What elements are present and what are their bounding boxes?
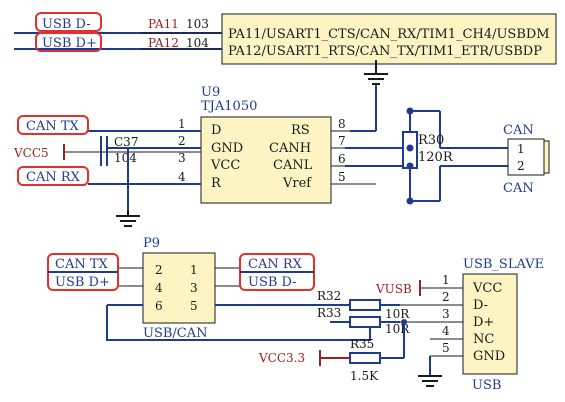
usb-footer: USB	[472, 378, 501, 393]
p9-pin-2: 2	[155, 263, 163, 277]
can-conn-pin2: 2	[517, 159, 525, 173]
junction-canh	[406, 144, 414, 152]
junction-r30-bot	[406, 197, 414, 205]
junction-r30-top	[406, 107, 414, 115]
can-tx-label: CAN TX	[26, 119, 80, 134]
junction-canl	[406, 162, 414, 170]
tja-pin-vcc: VCC	[210, 158, 240, 173]
r35-ref: R35	[350, 337, 374, 351]
r33-ref: R33	[317, 306, 341, 320]
tja-pin1-num: 1	[178, 117, 186, 131]
mcu-pin-desc-2: PA12/USART1_RTS/CAN_TX/TIM1_ETR/USBDP	[228, 44, 542, 59]
can-conn-bottom-label: CAN	[503, 181, 534, 196]
tja1050-body	[200, 116, 332, 204]
tja-pin-canh: CANH	[269, 141, 311, 156]
c37-ref: C37	[114, 135, 138, 149]
mcu-body	[221, 13, 557, 65]
r30-ref: R30	[418, 133, 444, 148]
r30-value: 120R	[418, 150, 454, 165]
r33-resistor	[349, 316, 381, 328]
ground-symbol-left	[116, 210, 140, 227]
p9-pin-1: 1	[190, 263, 198, 277]
r32-ref: R32	[317, 289, 341, 303]
r35-resistor	[349, 352, 381, 364]
tja-pin-d: D	[211, 123, 221, 138]
tja-pin-vref: Vref	[282, 176, 312, 191]
pa12-label: PA12	[148, 36, 179, 50]
usb-pin-dm: D-	[473, 298, 488, 313]
usb-pin5-num: 5	[442, 341, 450, 355]
p9-body	[142, 252, 216, 324]
vcc5-label: VCC5	[13, 146, 49, 160]
p9-section: P9 USB/CAN CAN TX USB D+ CAN RX USB D- 2…	[47, 236, 371, 341]
pa11-label: PA11	[148, 17, 179, 31]
p9-left-top-label: CAN TX	[55, 257, 109, 272]
p9-pin-5: 5	[190, 299, 198, 313]
usb-pin-nc: NC	[473, 332, 494, 347]
p9-pin-4: 4	[155, 281, 163, 295]
vusb-label: VUSB	[375, 282, 412, 296]
r35-value: 1.5K	[350, 369, 379, 383]
r33-value: 10R	[385, 322, 410, 336]
tja1050-section: U9 TJA1050 VCC5 C37 104	[13, 60, 550, 227]
tja1050-part: TJA1050	[201, 99, 257, 114]
r32-value: 10R	[385, 307, 410, 321]
c37-value: 104	[114, 151, 137, 165]
mcu-section: USB D- USB D+ PA11 PA12 103 104 PA11/USA…	[14, 12, 557, 65]
usb-pin-dp: D+	[473, 315, 494, 330]
tja-pin5-num: 5	[338, 170, 346, 184]
usb-pin2-num: 2	[442, 290, 450, 304]
tja-pin-rs: RS	[291, 123, 310, 138]
usb-dm-highlight	[35, 12, 102, 32]
tja-pin-r: R	[211, 176, 222, 191]
can-conn-top-label: CAN	[503, 123, 534, 138]
tja-pin7-num: 7	[338, 134, 346, 148]
usb-dp-label: USB D+	[42, 36, 97, 51]
pin-104-number: 104	[186, 36, 209, 50]
can-connector-tab	[543, 140, 550, 174]
p9-right-bot-label: USB D-	[248, 275, 297, 290]
junction-r35	[401, 319, 407, 325]
tja-pin8-num: 8	[338, 117, 346, 131]
p9-name: USB/CAN	[143, 326, 208, 341]
can-connector-body	[507, 138, 545, 176]
usb-pin4-num: 4	[442, 324, 450, 338]
can-conn-pin1: 1	[517, 142, 525, 156]
tja1050-ref: U9	[201, 85, 220, 100]
tja-pin4-num: 4	[178, 170, 186, 184]
usb-slave-section: USB_SLAVE USB 1 2 3 4 5 VCC D- D+ NC GND…	[258, 257, 544, 393]
p9-pin6-loop	[106, 305, 371, 341]
usb-slave-title: USB_SLAVE	[463, 257, 544, 272]
usb-pin-gnd: GND	[473, 349, 505, 364]
p9-left-bot-label: USB D+	[55, 275, 110, 290]
p9-ref: P9	[143, 236, 160, 251]
usb-pin-vcc: VCC	[472, 281, 502, 296]
vcc33-label: VCC3.3	[258, 351, 305, 365]
tja-pin6-num: 6	[338, 152, 346, 166]
tja-pin-canl: CANL	[273, 158, 313, 173]
can-rx-label: CAN RX	[26, 170, 81, 185]
ground-symbol-usb	[418, 375, 442, 387]
usb-pin1-num: 1	[442, 273, 450, 287]
usb-dp-highlight	[35, 32, 102, 52]
p9-pin-6: 6	[155, 299, 163, 313]
r32-resistor	[349, 299, 381, 311]
usb-pin3-num: 3	[442, 307, 450, 321]
tja-pin2-num: 2	[178, 134, 186, 148]
pin-103-number: 103	[186, 17, 209, 31]
can-tx-highlight	[17, 115, 89, 135]
mcu-pin-desc-1: PA11/USART1_CTS/CAN_RX/TIM1_CH4/USBDM	[228, 27, 550, 42]
tja-pin3-num: 3	[178, 151, 186, 165]
usb-dm-label: USB D-	[42, 17, 91, 32]
usb-connector-body	[462, 273, 518, 375]
p9-right-top-label: CAN RX	[248, 257, 303, 272]
can-rx-highlight	[17, 166, 89, 186]
tja-pin-gnd: GND	[211, 141, 243, 156]
p9-pin-3: 3	[190, 281, 198, 295]
